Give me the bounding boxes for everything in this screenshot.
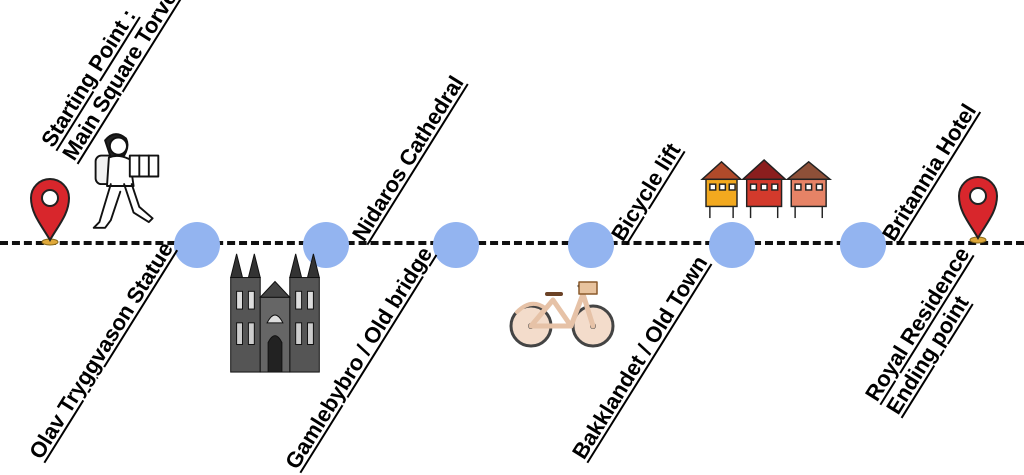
stop-nidaros[interactable] [303, 222, 349, 268]
bicycle-lift-label-text: Bicycle lift [606, 138, 686, 246]
stop-olav-tryggvason[interactable] [174, 222, 220, 268]
houses-icon [700, 158, 833, 219]
label-royal-residence: Royal Residence Ending point [860, 243, 996, 419]
label-nidaros: Nidaros Cathedral [347, 71, 469, 245]
stop-gamlebybro[interactable] [433, 222, 479, 268]
nidaros-label-text: Nidaros Cathedral [347, 71, 469, 246]
stop-bakklandet[interactable] [709, 222, 755, 268]
label-olav-tryggvason: Olav Tryggvason Statue [24, 237, 178, 463]
end-map-pin-icon[interactable] [954, 172, 1002, 244]
hiker-icon [92, 133, 160, 229]
bicycle-icon [509, 281, 615, 348]
cathedral-icon [230, 253, 320, 373]
stop-britannia[interactable] [840, 222, 886, 268]
stop-bicycle-lift[interactable] [568, 222, 614, 268]
olav-label-text: Olav Tryggvason Statue [24, 237, 179, 464]
dashed-route-line [0, 241, 1024, 245]
start-map-pin-icon[interactable] [26, 174, 74, 246]
label-bicycle-lift: Bicycle lift [606, 139, 686, 246]
